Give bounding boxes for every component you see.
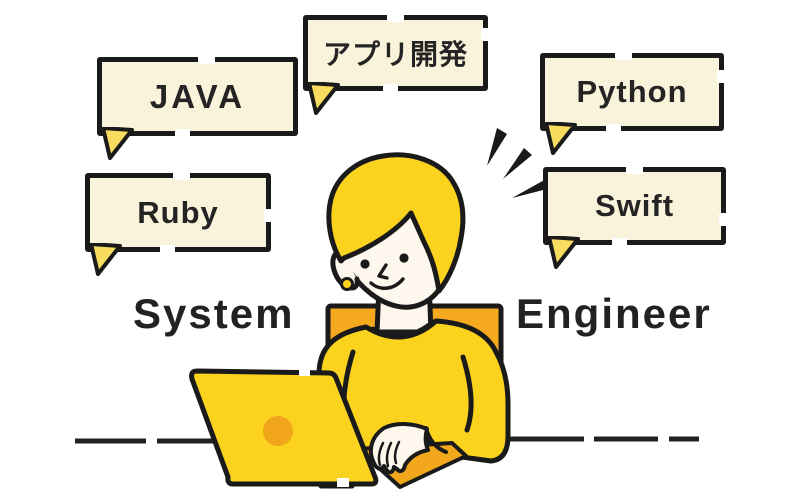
speech-bubble-java: JAVA bbox=[97, 56, 298, 160]
laptop-logo bbox=[263, 416, 293, 446]
mouth bbox=[369, 277, 405, 290]
bubble-border-gap bbox=[612, 238, 627, 246]
bubble-border-gap bbox=[386, 14, 404, 22]
bubble-border-gap bbox=[172, 172, 190, 180]
hair bbox=[326, 152, 466, 294]
desk-line bbox=[75, 436, 699, 444]
bubble-border-gap bbox=[717, 70, 725, 84]
caption-engineer: Engineer bbox=[516, 290, 712, 337]
right-eye bbox=[399, 253, 409, 263]
speech-bubble-app-development: アプリ開発 bbox=[303, 14, 489, 115]
bubble-label-app-development: アプリ開発 bbox=[322, 39, 468, 70]
bubble-tail bbox=[547, 236, 580, 269]
bubble-border-gap bbox=[174, 129, 190, 137]
emphasis-marks bbox=[487, 128, 551, 198]
bubble-label-java: JAVA bbox=[149, 77, 246, 115]
speech-bubble-python: Python bbox=[540, 52, 725, 155]
bubble-border-gap bbox=[264, 209, 272, 223]
left-eye bbox=[360, 259, 370, 269]
bubble-tail bbox=[307, 82, 340, 115]
bubble-label-swift: Swift bbox=[594, 188, 675, 223]
speech-bubble-ruby: Ruby bbox=[85, 172, 272, 276]
bubble-label-ruby: Ruby bbox=[137, 194, 219, 230]
bubble-tail bbox=[89, 243, 122, 276]
bubble-border-gap bbox=[614, 52, 632, 60]
bubble-border-gap bbox=[605, 124, 621, 132]
bubble-tail bbox=[544, 122, 577, 155]
bubble-border-gap bbox=[197, 56, 215, 64]
caption-system: System bbox=[133, 290, 295, 337]
bubble-border-gap bbox=[160, 245, 176, 253]
bubble-border-gap bbox=[383, 84, 399, 92]
hand bbox=[368, 422, 430, 475]
nose bbox=[377, 263, 389, 280]
laptop bbox=[189, 367, 379, 487]
bubble-tail bbox=[101, 127, 134, 160]
bubble-border-gap bbox=[719, 212, 727, 226]
bubble-label-python: Python bbox=[576, 74, 688, 109]
bubble-border-gap bbox=[481, 27, 489, 41]
bubble-border-gap bbox=[625, 166, 643, 174]
speech-bubble-swift: Swift bbox=[543, 166, 727, 269]
earring bbox=[340, 277, 354, 291]
